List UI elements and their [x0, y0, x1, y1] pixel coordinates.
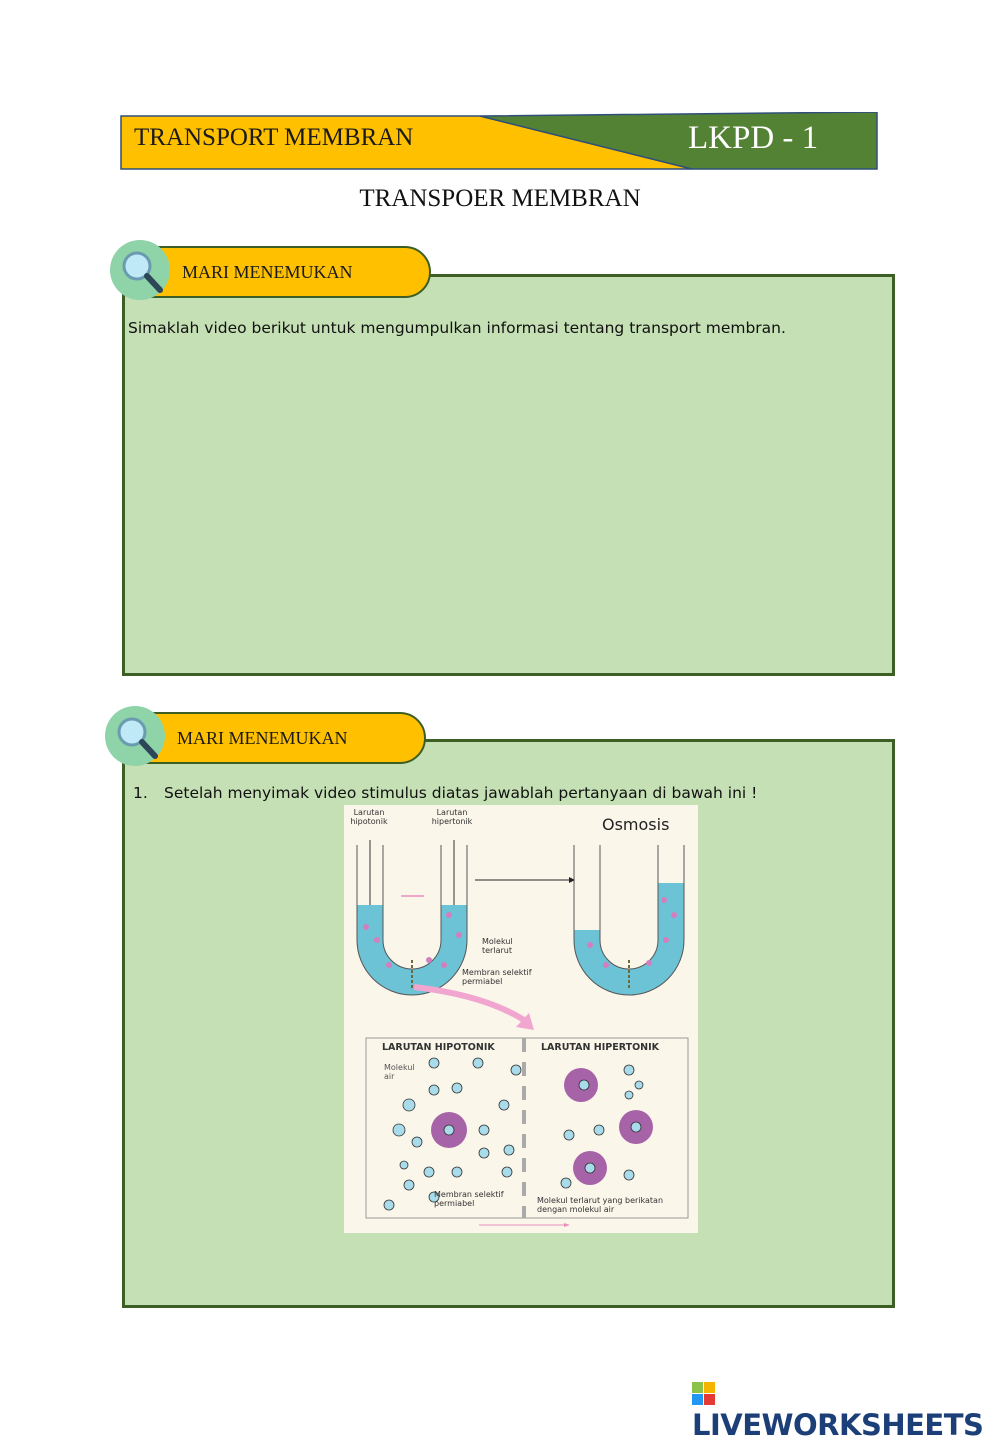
header-banner: TRANSPORT MEMBRAN LKPD - 1	[120, 112, 878, 170]
section2-label-text: MARI MENEMUKAN	[177, 728, 348, 748]
header-left-title: TRANSPORT MEMBRAN	[134, 124, 414, 151]
label-molekul-terlarut: Molekul terlarut	[482, 937, 513, 955]
header-right-title: LKPD - 1	[688, 120, 819, 156]
section2-label: MARI MENEMUKAN	[143, 712, 426, 764]
header-background	[120, 112, 878, 170]
page-title: TRANSPOER MEMBRAN	[359, 185, 641, 212]
osmosis-illustration	[356, 840, 689, 1227]
section1-label: MARI MENEMUKAN	[148, 246, 431, 298]
brand-text: LIVEWORKSHEETS	[692, 1408, 984, 1442]
panel-hipotonik: LARUTAN HIPOTONIK	[382, 1042, 495, 1053]
diagram-title: Osmosis	[602, 815, 670, 834]
question-number: 1.	[133, 784, 148, 802]
section1-label-text: MARI MENEMUKAN	[182, 262, 353, 282]
liveworksheets-logo: LIVEWORKSHEETS	[692, 1374, 1000, 1442]
osmosis-diagram: Osmosis Larutan hipotonik Larutan hipert…	[344, 805, 698, 1233]
label-hipotonik: Larutan hipotonik	[350, 808, 388, 826]
section1-text: Simaklah video berikut untuk mengumpulka…	[128, 319, 786, 337]
magnifier-icon	[110, 240, 170, 300]
label-molekul-air: Molekul air	[384, 1063, 415, 1081]
label-membran-2: Membran selektif permiabel	[434, 1190, 504, 1208]
label-hipertonik: Larutan hipertonik	[431, 808, 473, 826]
question-text: Setelah menyimak video stimulus diatas j…	[164, 784, 758, 802]
label-membran: Membran selektif permiabel	[462, 968, 532, 986]
live-squares-icon	[692, 1381, 716, 1405]
section1-box: Simaklah video berikut untuk mengumpulka…	[122, 274, 895, 676]
label-molekul-berikatan: Molekul terlarut yang berikatan dengan m…	[537, 1196, 664, 1214]
magnifier-icon	[105, 706, 165, 766]
panel-hipertonik: LARUTAN HIPERTONIK	[541, 1042, 660, 1053]
